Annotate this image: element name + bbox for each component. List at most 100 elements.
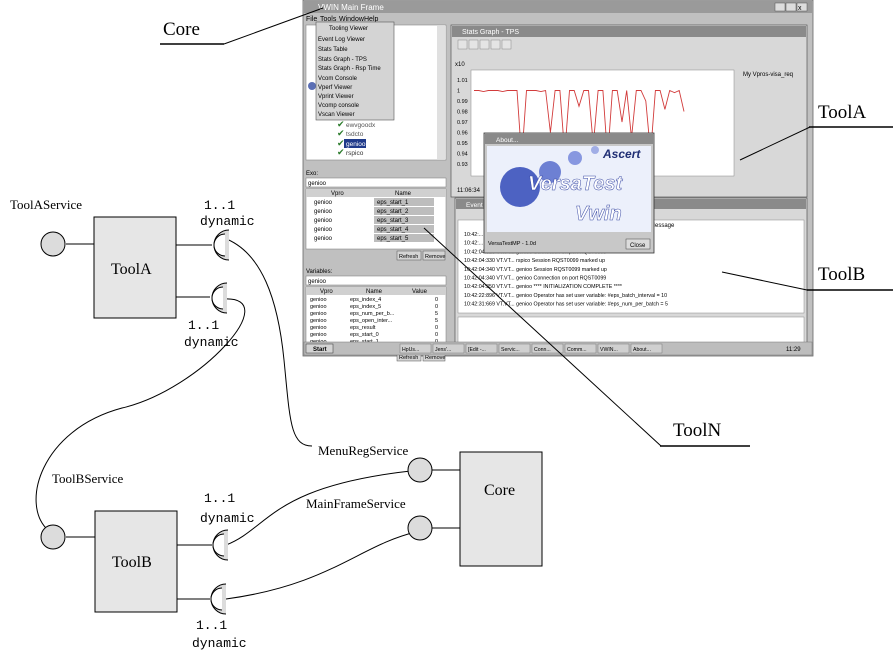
exo-row[interactable]: genioo eps_start_1 bbox=[314, 198, 434, 206]
svg-text:eps_start_4: eps_start_4 bbox=[377, 227, 409, 233]
menu-item-vperf-viewer[interactable]: Vperf Viewer bbox=[318, 85, 352, 91]
menu-item-stats-table[interactable]: Stats Table bbox=[318, 47, 348, 53]
about-dialog: About... Ascert VersaTest Vwin VersaTest… bbox=[483, 132, 655, 254]
callout-toola-label: ToolA bbox=[818, 102, 867, 123]
menu-item-vcomp-console[interactable]: Vcomp console bbox=[318, 103, 360, 109]
event-row[interactable]: 10:42:04:340 VT.VT... genioo Connection … bbox=[464, 276, 606, 282]
tree-item-tsdcto[interactable]: ✔ tsdcto bbox=[337, 128, 364, 138]
svg-text:eps_start_1: eps_start_1 bbox=[377, 200, 409, 206]
about-close-button[interactable]: Close bbox=[625, 238, 651, 250]
core-label: Core bbox=[484, 482, 515, 499]
taskbar-item-label: Servic... bbox=[501, 347, 520, 353]
variables-select[interactable] bbox=[305, 275, 447, 286]
svg-text:rspico: rspico bbox=[346, 150, 364, 157]
svg-text:tsdcto: tsdcto bbox=[346, 131, 364, 138]
connector-toolb-to-mainframeservice bbox=[225, 531, 417, 600]
toolb-mult-1-kind: dynamic bbox=[200, 511, 255, 526]
event-row[interactable]: 10:42:... bbox=[464, 232, 483, 238]
taskbar-item[interactable] bbox=[597, 343, 630, 354]
check-icon: ✔ bbox=[337, 147, 345, 157]
variables-panel: Variables: genioo Vpro Name Value genioo… bbox=[305, 269, 447, 362]
event-row[interactable]: 10:42:04:330 VT.VT... rspico Session RQS… bbox=[464, 258, 605, 264]
check-icon: ✔ bbox=[337, 138, 345, 148]
taskbar-item[interactable] bbox=[432, 343, 465, 354]
exo-row[interactable]: genioo eps_start_5 bbox=[314, 234, 434, 242]
menu-file[interactable]: File bbox=[306, 16, 317, 23]
exo-col-name: Name bbox=[395, 191, 412, 197]
svg-text:x: x bbox=[798, 5, 802, 12]
var-row[interactable]: genioo eps_open_inter... 5 bbox=[310, 318, 438, 324]
stats-graph-title: Stats Graph - TPS bbox=[462, 29, 519, 36]
callout-toolb-label: ToolB bbox=[818, 264, 865, 285]
stats-y-tick-label: 0.98 bbox=[457, 110, 468, 116]
taskbar-item[interactable] bbox=[531, 343, 564, 354]
exo-select[interactable] bbox=[305, 177, 447, 188]
var-row[interactable]: genioo eps_num_per_b... 5 bbox=[310, 311, 438, 317]
taskbar-item[interactable] bbox=[465, 343, 498, 354]
menu-item-event-log-viewer[interactable]: Event Log Viewer bbox=[318, 37, 365, 43]
menu-window[interactable]: Window bbox=[339, 16, 365, 23]
variables-label: Variables: bbox=[306, 269, 333, 275]
svg-text:Remove: Remove bbox=[425, 254, 445, 260]
toolb-label: ToolB bbox=[112, 554, 152, 571]
exo-remove-button[interactable]: Remove bbox=[422, 250, 445, 261]
var-row[interactable]: genioo eps_index_5 0 bbox=[310, 304, 438, 310]
stats-toolbar[interactable] bbox=[457, 39, 512, 50]
event-row[interactable]: 10:42:31:669 VT.VT... genioo Operator ha… bbox=[464, 302, 668, 308]
var-row[interactable]: genioo eps_index_4 0 bbox=[310, 297, 438, 303]
taskbar: Start HpUs...Jens'...[Edit -...Servic...… bbox=[303, 341, 813, 356]
svg-text:genioo: genioo bbox=[310, 311, 327, 317]
menu-item-stats-graph-rsp[interactable]: Stats Graph - Rsp Time bbox=[318, 66, 381, 72]
callout-core: Core bbox=[160, 7, 324, 45]
menu-item-vcom-console[interactable]: Vcom Console bbox=[318, 76, 358, 82]
event-row[interactable]: 10:42:22:896 VT.VT... genioo Operator ha… bbox=[464, 293, 667, 299]
mainframeservice-label: MainFrameService bbox=[306, 496, 406, 511]
start-button[interactable]: Start bbox=[305, 343, 334, 354]
check-icon: ✔ bbox=[337, 119, 345, 129]
menu-item-stats-graph-tps[interactable]: Stats Graph - TPS bbox=[318, 57, 367, 63]
menu-tools[interactable]: Tools bbox=[320, 16, 337, 23]
menu-item-tooling-viewer[interactable]: Tooling Viewer bbox=[329, 26, 368, 32]
taskbar-item[interactable] bbox=[564, 343, 597, 354]
svg-text:genioo: genioo bbox=[310, 304, 327, 310]
menu-item-vscan-viewer[interactable]: Vscan Viewer bbox=[318, 112, 355, 118]
var-row[interactable]: genioo eps_start_0 0 bbox=[310, 332, 438, 338]
tree-item-genioo[interactable]: ✔ genioo bbox=[337, 138, 366, 148]
event-row[interactable]: 10:42:... bbox=[464, 241, 483, 247]
stats-y-tick-label: 1.01 bbox=[457, 78, 468, 84]
callout-tooln-label: ToolN bbox=[673, 420, 722, 441]
main-window-controls[interactable]: x bbox=[774, 2, 808, 12]
exo-row[interactable]: genioo eps_start_2 bbox=[314, 207, 434, 215]
stats-y-tick-label: 0.93 bbox=[457, 162, 468, 168]
event-row[interactable]: 10:42:04:340 VT.VT... genioo Session RQS… bbox=[464, 267, 607, 273]
taskbar-item-label: VWIN... bbox=[600, 347, 618, 353]
toola-mult-2-kind: dynamic bbox=[184, 335, 239, 350]
taskbar-item[interactable] bbox=[630, 343, 663, 354]
svg-text:0: 0 bbox=[435, 297, 438, 303]
menu-item-vprint-viewer[interactable]: Vprint Viewer bbox=[318, 94, 354, 100]
callout-tooln: ToolN bbox=[423, 227, 750, 447]
stats-y-tick-label: 1 bbox=[457, 89, 460, 95]
core-component: Core MenuRegService MainFrameService bbox=[306, 443, 543, 567]
menu-bar: File Tools Window Help bbox=[304, 13, 812, 23]
stats-y-tick-label: 0.94 bbox=[457, 152, 468, 158]
connectors bbox=[35, 237, 421, 600]
about-brand-vwin: Vwin bbox=[575, 203, 622, 225]
menu-help[interactable]: Help bbox=[364, 16, 379, 23]
about-version: VersaTestMP - 1.0d bbox=[488, 241, 536, 247]
svg-text:0: 0 bbox=[435, 332, 438, 338]
exo-refresh-button[interactable]: Refresh bbox=[396, 250, 422, 261]
tree-item-rspico[interactable]: ✔ rspico bbox=[337, 147, 364, 157]
taskbar-items: HpUs...Jens'...[Edit -...Servic...Conn..… bbox=[399, 343, 663, 354]
var-row[interactable]: genioo eps_result 0 bbox=[310, 325, 438, 331]
exo-row[interactable]: genioo eps_start_4 bbox=[314, 225, 434, 233]
app-screenshot: VWIN Main Frame x File Tools Window Help… bbox=[302, 0, 814, 362]
event-row[interactable]: 10:42:04:350 VT.VT... genioo **** INITIA… bbox=[464, 284, 622, 290]
tree-item-ewvgoodx[interactable]: ✔ ewvgoodx bbox=[337, 119, 376, 129]
taskbar-item[interactable] bbox=[498, 343, 531, 354]
taskbar-item[interactable] bbox=[399, 343, 432, 354]
connector-toola-to-menuregservice bbox=[223, 237, 313, 447]
callout-toolb: ToolB bbox=[721, 264, 893, 291]
exo-row[interactable]: genioo eps_start_3 bbox=[314, 216, 434, 224]
